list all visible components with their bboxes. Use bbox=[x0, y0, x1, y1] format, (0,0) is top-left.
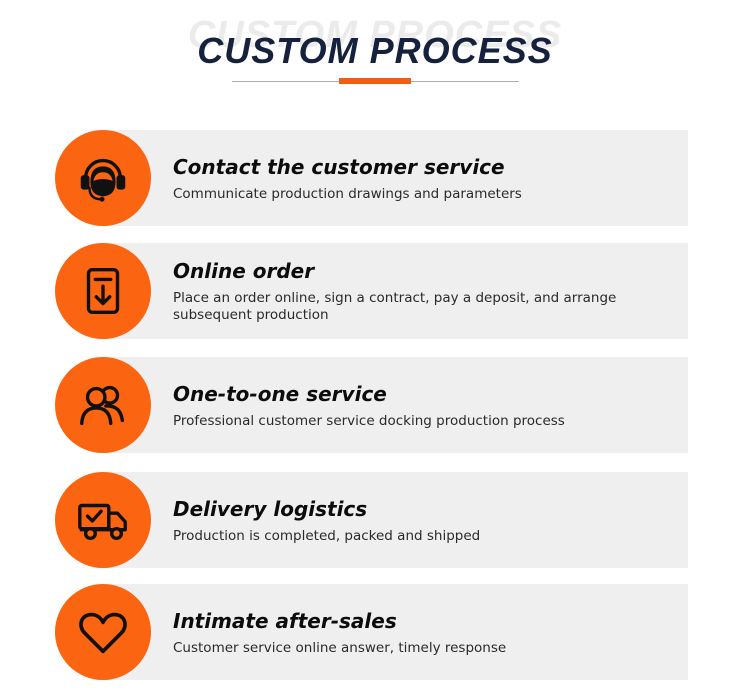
step-text: Online order Place an order online, sign… bbox=[173, 243, 652, 339]
process-step-delivery: Delivery logistics Production is complet… bbox=[55, 472, 688, 568]
section-header: CUSTOM PROCESS CUSTOM PROCESS bbox=[0, 0, 750, 100]
step-panel bbox=[95, 357, 688, 453]
step-description: Communicate production drawings and para… bbox=[173, 185, 522, 202]
step-text: Delivery logistics Production is complet… bbox=[173, 472, 652, 568]
step-icon-badge bbox=[55, 584, 151, 680]
step-panel bbox=[95, 472, 688, 568]
process-step-contact: Contact the customer service Communicate… bbox=[55, 130, 688, 226]
delivery-truck-icon bbox=[78, 503, 127, 541]
order-document-icon bbox=[86, 268, 120, 314]
step-title: Delivery logistics bbox=[173, 496, 368, 521]
step-title: Contact the customer service bbox=[173, 154, 505, 179]
headset-icon bbox=[80, 158, 126, 202]
process-step-after-sales: Intimate after-sales Customer service on… bbox=[55, 584, 688, 680]
step-text: One-to-one service Professional customer… bbox=[173, 357, 652, 453]
step-description: Customer service online answer, timely r… bbox=[173, 639, 507, 656]
step-title: One-to-one service bbox=[173, 381, 387, 406]
title-divider-accent bbox=[339, 78, 411, 84]
step-text: Intimate after-sales Customer service on… bbox=[173, 584, 652, 680]
process-step-service: One-to-one service Professional customer… bbox=[55, 357, 688, 453]
step-description: Professional customer service docking pr… bbox=[173, 412, 565, 429]
process-step-order: Online order Place an order online, sign… bbox=[55, 243, 688, 339]
step-description: Place an order online, sign a contract, … bbox=[173, 290, 617, 323]
step-panel bbox=[95, 584, 688, 680]
step-icon-badge bbox=[55, 357, 151, 453]
step-text: Contact the customer service Communicate… bbox=[173, 130, 652, 226]
step-icon-badge bbox=[55, 472, 151, 568]
step-description: Production is completed, packed and ship… bbox=[173, 527, 481, 544]
step-title: Intimate after-sales bbox=[173, 608, 397, 633]
step-title: Online order bbox=[173, 259, 315, 283]
title-watermark: CUSTOM PROCESS bbox=[187, 14, 563, 56]
page-title: CUSTOM PROCESS bbox=[197, 30, 553, 71]
step-panel bbox=[95, 130, 688, 226]
heart-icon bbox=[79, 612, 127, 654]
step-panel bbox=[95, 243, 688, 339]
users-icon bbox=[80, 385, 125, 426]
step-icon-badge bbox=[55, 243, 151, 339]
step-icon-badge bbox=[55, 130, 151, 226]
